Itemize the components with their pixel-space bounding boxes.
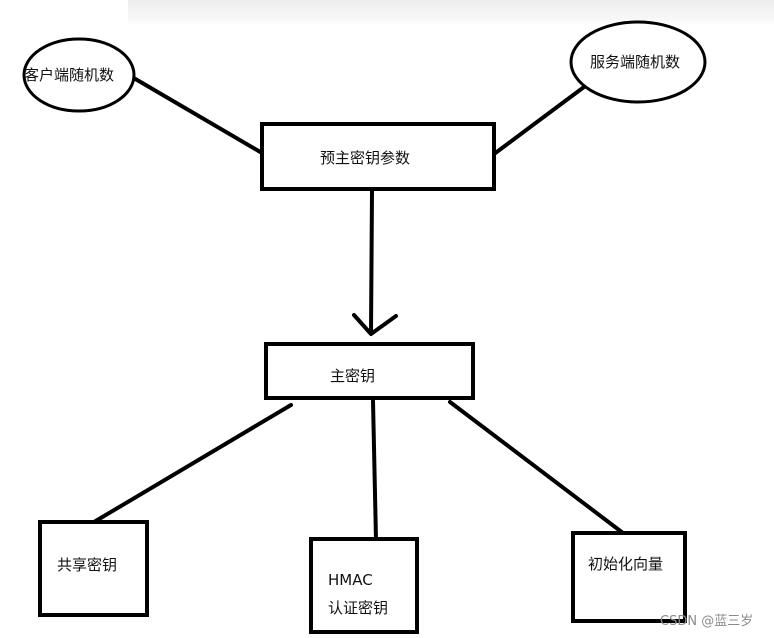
node-client-random: [22, 37, 136, 113]
label-client-random: 客户端随机数: [24, 66, 114, 84]
node-iv: [571, 531, 687, 623]
label-premaster-secret: 预主密钥参数: [320, 149, 410, 167]
label-hmac-key: 认证密钥: [328, 599, 388, 617]
label-iv: 初始化向量: [588, 555, 663, 573]
node-hmac-key: [309, 537, 419, 634]
header-bar: [128, 0, 774, 26]
node-master-secret: [264, 342, 475, 400]
node-premaster-secret: [260, 122, 496, 191]
label-shared-key: 共享密钥: [57, 556, 117, 574]
label-hmac: HMAC: [328, 571, 373, 589]
label-server-random: 服务端随机数: [590, 53, 680, 71]
node-shared-key: [38, 520, 149, 617]
arrow-premaster-to-master-head: [352, 313, 398, 336]
edge-server-random-to-premaster: [492, 82, 590, 156]
arrow-premaster-to-master-shaft: [369, 189, 374, 335]
edge-master-to-hmac-key: [371, 399, 378, 542]
node-server-random: [569, 20, 707, 104]
edge-client-random-to-premaster: [130, 75, 264, 155]
watermark: CSDN @蓝三岁: [660, 614, 753, 629]
label-master-secret: 主密钥: [330, 367, 375, 385]
edge-master-to-iv: [448, 400, 625, 535]
edge-master-to-shared-key: [92, 403, 293, 524]
